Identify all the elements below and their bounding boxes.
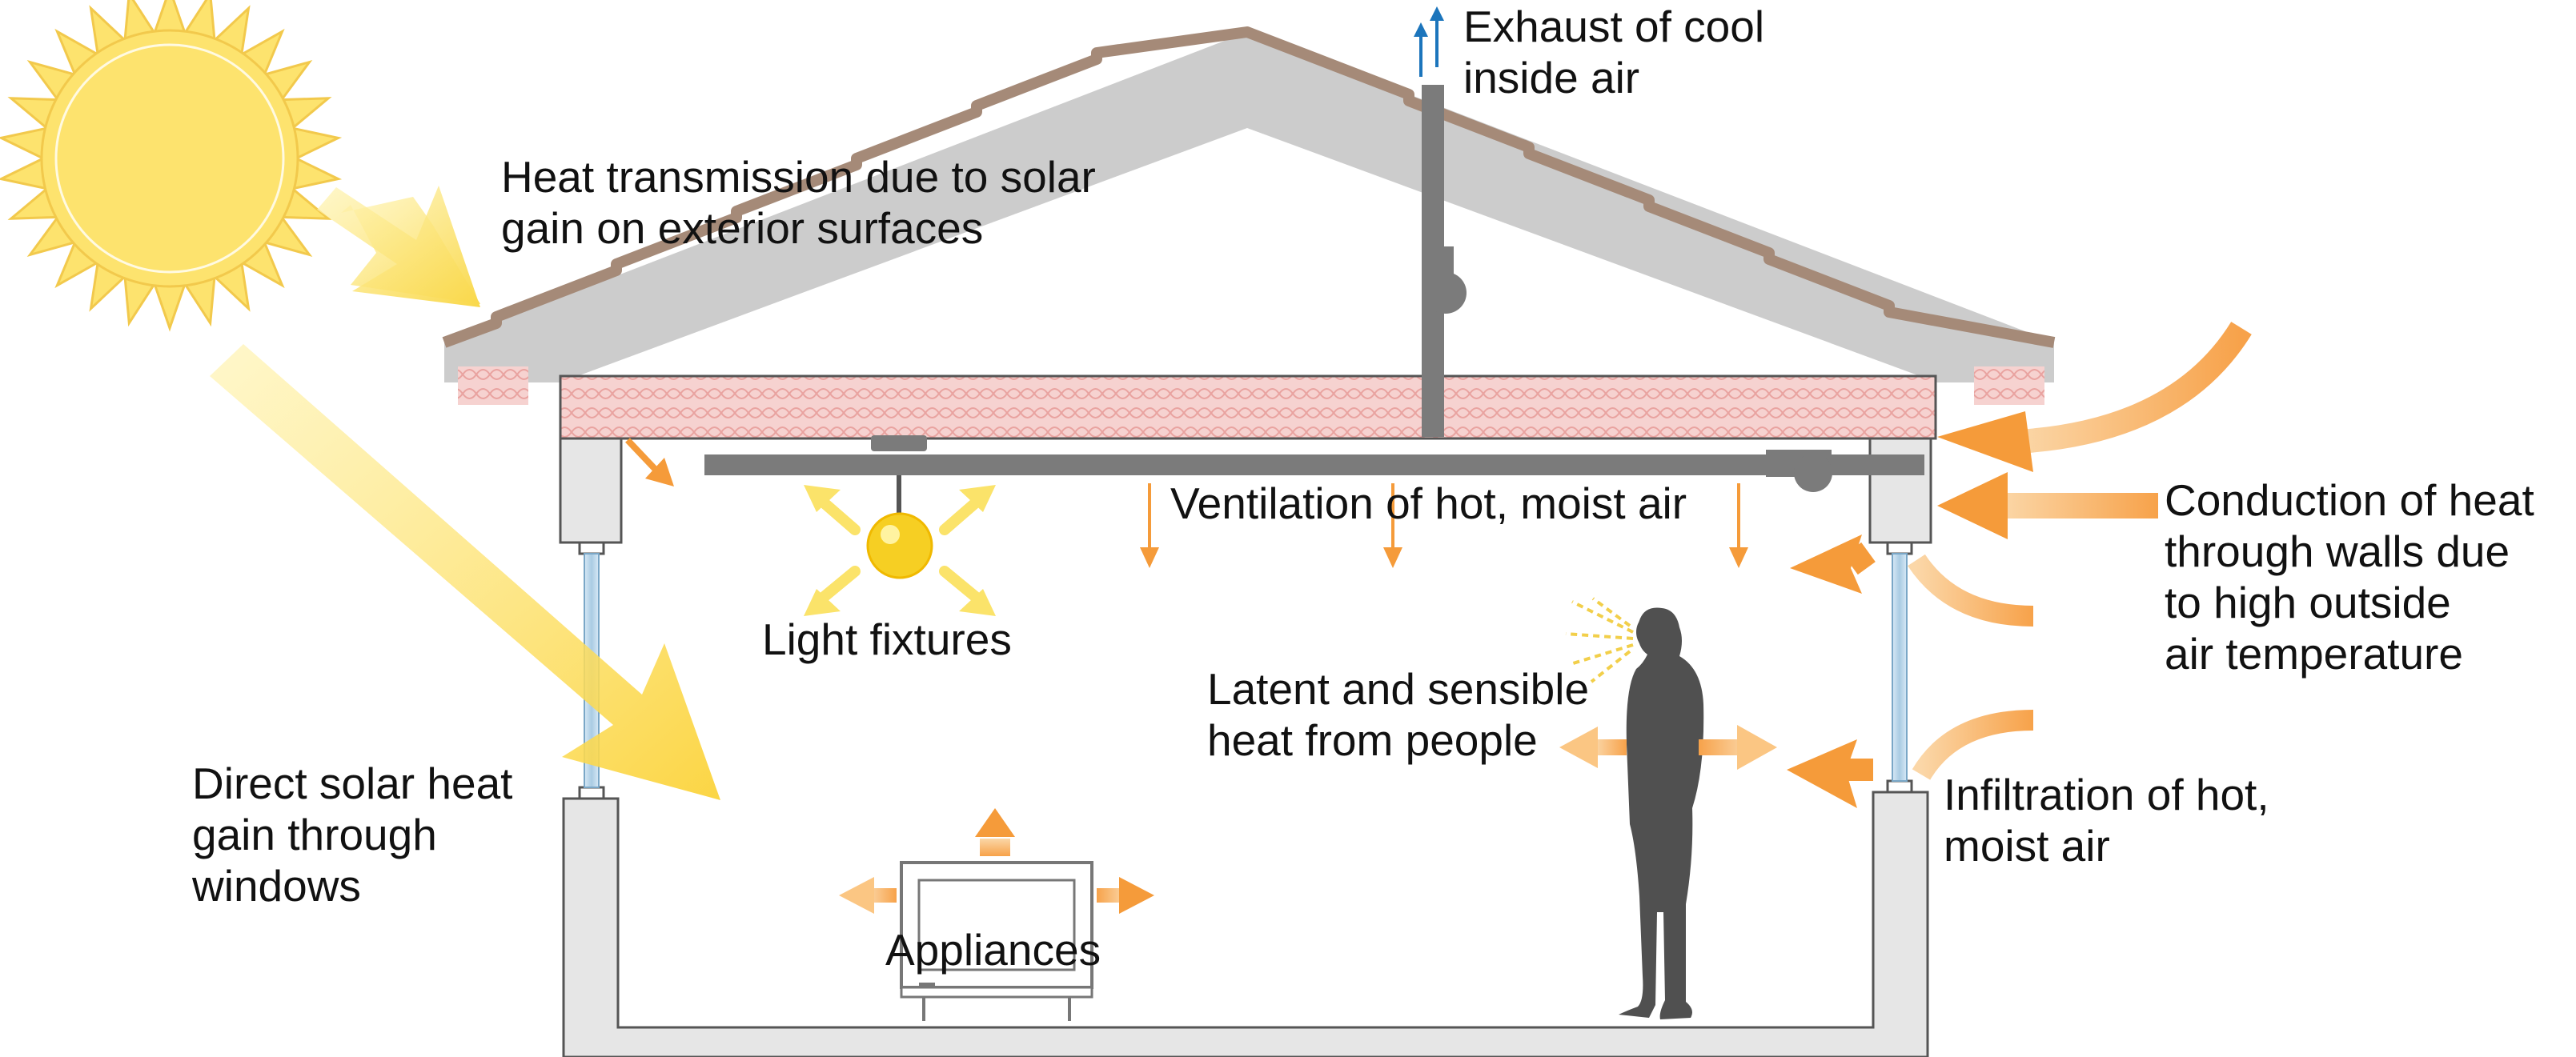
- light-bulb-icon: [804, 485, 996, 616]
- roof-heat-label: Heat transmission due to solar gain on e…: [501, 152, 1108, 253]
- appliances-label: Appliances: [885, 925, 1101, 975]
- solar-roof-arrow-body: [317, 186, 480, 307]
- people-heat-arrows: [1559, 725, 1777, 770]
- conduction-arrows: [1790, 322, 2252, 627]
- light-fixtures-label: Light fixtures: [762, 615, 1012, 664]
- sun-icon: [0, 0, 343, 332]
- ventilation-label: Ventilation of hot, moist air: [1170, 478, 1687, 528]
- window-solar-label: Direct solar heat gain through windows: [191, 759, 525, 911]
- ventilation-duct: [704, 435, 1924, 514]
- people-heat-label: Latent and sensible heat from people: [1207, 664, 1601, 765]
- breath-lines-icon: [1565, 597, 1634, 683]
- ceiling-insulation: [559, 374, 1937, 440]
- infiltration-label: Infiltration of hot, moist air: [1944, 770, 2281, 871]
- exhaust-label: Exhaust of cool inside air: [1463, 2, 1776, 102]
- ventilation-arrows: [1140, 483, 1748, 568]
- solar-window-beam-icon: [210, 344, 720, 800]
- roof: [442, 26, 2056, 405]
- exhaust-duct: [1422, 85, 1467, 437]
- exhaust-arrow-icon: [1414, 6, 1444, 77]
- infiltration-arrows: [1787, 710, 2034, 808]
- conduction-label: Conduction of heat through walls due to …: [2165, 475, 2546, 679]
- right-window: [1892, 553, 1908, 782]
- person-icon: [1619, 607, 1704, 1019]
- ceiling-heat-arrow-icon: [625, 438, 674, 486]
- appliance-icon: [900, 861, 1093, 1021]
- appliance-heat-arrows: [839, 808, 1154, 914]
